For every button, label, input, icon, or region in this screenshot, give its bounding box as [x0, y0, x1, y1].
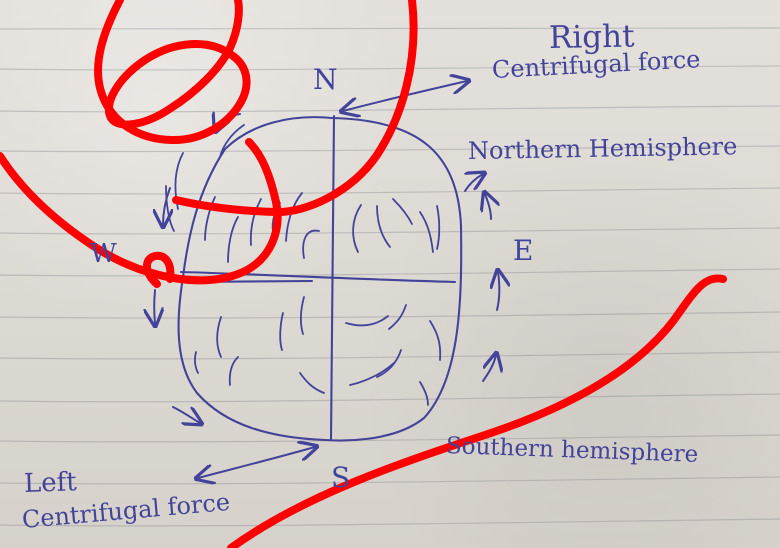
- east-label: E: [513, 234, 534, 267]
- red-annotations: [0, 0, 727, 548]
- west-label: W: [90, 239, 117, 269]
- left-label: Left: [23, 467, 78, 499]
- northern-hemisphere-label: Northern Hemisphere: [467, 132, 738, 165]
- north-label: N: [313, 63, 338, 96]
- side-arrows: [154, 81, 499, 478]
- swirl-marks: [165, 124, 442, 406]
- south-label: S: [331, 461, 351, 494]
